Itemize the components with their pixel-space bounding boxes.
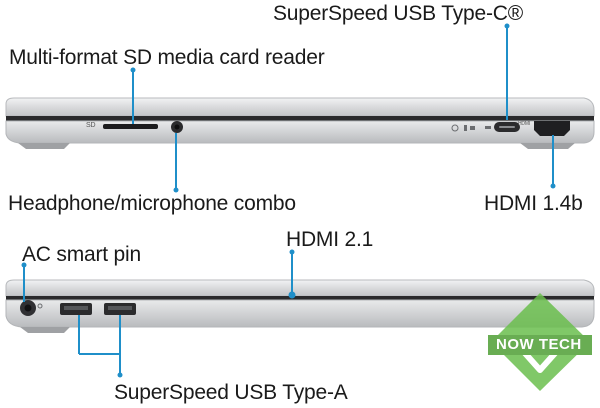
- laptop-left-side: [5, 279, 595, 333]
- label-hdmi-21: HDMI 2.1: [286, 228, 374, 251]
- status-icons: [451, 124, 491, 132]
- callout-lines: [21, 23, 556, 378]
- label-ac-smart-pin: AC smart pin: [22, 243, 141, 266]
- laptop-right-side: [5, 97, 595, 149]
- nowtech-watermark-logo: [488, 293, 592, 391]
- hdmi-port-right: [534, 121, 570, 136]
- usb-a-port-1: [60, 303, 92, 315]
- label-hdmi-14b: HDMI 1.4b: [484, 192, 583, 215]
- label-headphone-combo: Headphone/microphone combo: [8, 192, 296, 215]
- headphone-jack: [171, 121, 183, 133]
- ac-smart-pin-port: [20, 300, 43, 316]
- label-sd-reader: Multi-format SD media card reader: [9, 46, 325, 69]
- label-usb-c: SuperSpeed USB Type-C®: [273, 2, 523, 25]
- label-usb-a: SuperSpeed USB Type-A: [114, 381, 348, 404]
- usb-c-port: [494, 122, 520, 132]
- hdmi-marking: HDMI: [518, 121, 530, 127]
- usb-a-port-2: [104, 303, 136, 315]
- watermark-text: NOW TECH: [496, 336, 582, 353]
- sd-marking: SD: [86, 122, 96, 129]
- sd-card-slot: [103, 124, 158, 129]
